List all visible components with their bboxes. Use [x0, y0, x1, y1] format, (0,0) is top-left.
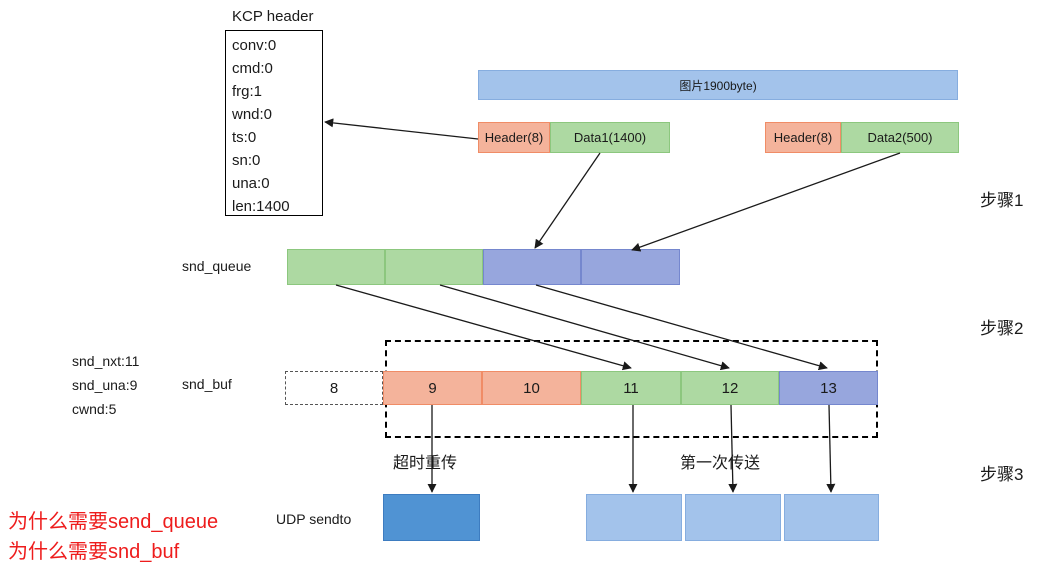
- snd-buf-segment: 9: [383, 371, 482, 405]
- snd-nxt-value: snd_nxt:11: [72, 353, 140, 369]
- step3-label: 步骤3: [980, 465, 1024, 484]
- arrow-send-13: [826, 404, 836, 493]
- snd-buf-label: snd_buf: [182, 376, 232, 392]
- snd-queue-slot: [385, 249, 483, 285]
- arrow-queue-to-buf-13: [535, 284, 828, 371]
- snd-buf-segment: 11: [581, 371, 681, 405]
- arrow-send-12: [728, 404, 738, 493]
- arrow-data2-to-queue: [631, 152, 901, 252]
- arrow-data1-to-queue: [534, 152, 601, 249]
- step1-label: 步骤1: [980, 191, 1024, 210]
- udp-packet: [685, 494, 781, 541]
- udp-packet: [586, 494, 682, 541]
- udp-sendto-label: UDP sendto: [276, 511, 352, 527]
- snd-queue-slot: [581, 249, 680, 285]
- question-send-queue: 为什么需要send_queue: [8, 511, 219, 533]
- arrow-queue-to-buf-11: [335, 284, 632, 371]
- kcp-field: cmd:0: [232, 60, 273, 77]
- snd-buf-segment: 13: [779, 371, 878, 405]
- kcp-field: len:1400: [232, 198, 290, 215]
- kcp-field: conv:0: [232, 37, 277, 54]
- kcp-field: wnd:0: [232, 106, 273, 123]
- cwnd-value: cwnd:5: [72, 401, 117, 417]
- snd-buf-segment: 10: [482, 371, 581, 405]
- image-bar: 图片1900byte): [478, 70, 958, 100]
- kcp-header-fields: conv:0 cmd:0 frg:1 wnd:0 ts:0 sn:0 una:0…: [225, 30, 323, 216]
- kcp-field: una:0: [232, 175, 270, 192]
- kcp-field: frg:1: [232, 83, 263, 100]
- packet2-data: Data2(500): [841, 122, 959, 153]
- snd-buf-segment: 12: [681, 371, 779, 405]
- snd-queue-slot: [483, 249, 581, 285]
- step2-label: 步骤2: [980, 319, 1024, 338]
- kcp-field: sn:0: [232, 152, 261, 169]
- first-send-label: 第一次传送: [680, 455, 761, 472]
- packet1-data: Data1(1400): [550, 122, 670, 153]
- snd-buf-segment: 8: [285, 371, 383, 405]
- packet2-header: Header(8): [765, 122, 841, 153]
- udp-packet-retransmit: [383, 494, 480, 541]
- snd-queue-slot: [287, 249, 385, 285]
- retransmit-label: 超时重传: [393, 455, 458, 472]
- snd-una-value: snd_una:9: [72, 377, 138, 393]
- udp-packet: [784, 494, 879, 541]
- arrow-header-to-kcp: [324, 118, 479, 140]
- arrow-queue-to-buf-12: [439, 284, 730, 371]
- kcp-header-title: KCP header: [232, 8, 314, 25]
- kcp-field: ts:0: [232, 129, 257, 146]
- packet1-header: Header(8): [478, 122, 550, 153]
- snd-queue-label: snd_queue: [182, 258, 252, 274]
- question-snd-buf: 为什么需要snd_buf: [8, 541, 180, 563]
